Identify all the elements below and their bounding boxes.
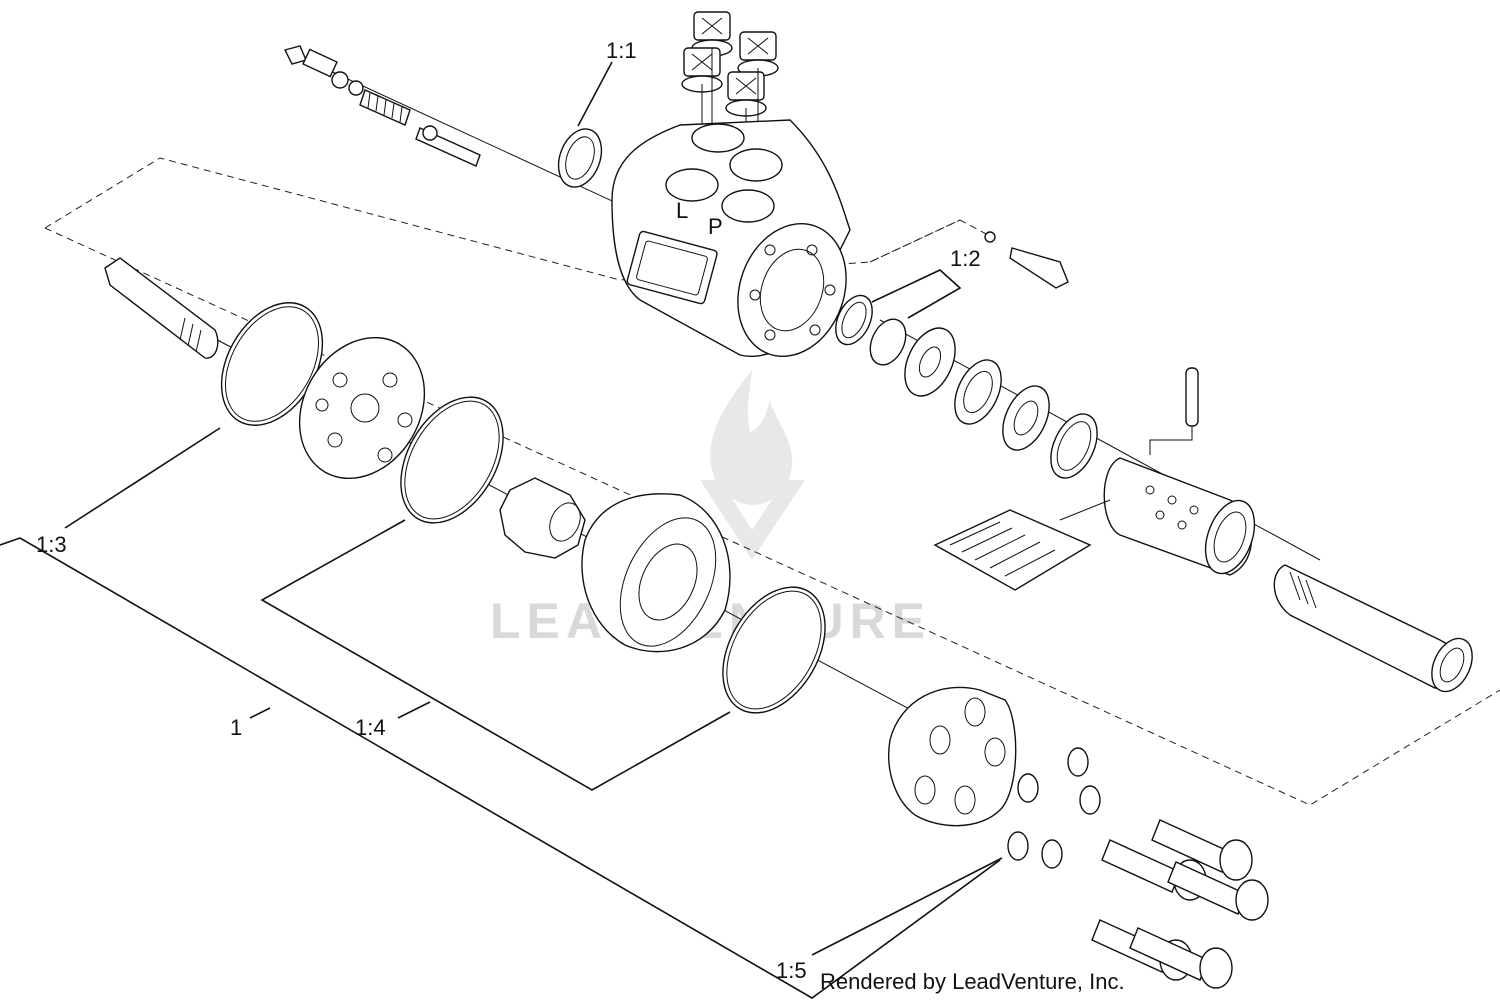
callout-1-2: 1:2 bbox=[950, 246, 981, 271]
o-ring-1-3-inner bbox=[225, 306, 319, 422]
leader-1-4-label bbox=[397, 701, 431, 719]
render-credit: Rendered by LeadVenture, Inc. bbox=[820, 969, 1125, 994]
leader-1-3 bbox=[64, 427, 221, 529]
o-ring-1-4 bbox=[400, 396, 504, 524]
spacer-plate bbox=[298, 336, 426, 480]
gerotor-star bbox=[499, 477, 586, 559]
drive-shaft-left bbox=[104, 257, 219, 359]
dashed-segment bbox=[869, 219, 961, 263]
port-fittings-group bbox=[681, 11, 779, 160]
seal-ring-1-2 bbox=[835, 294, 907, 366]
end-cap bbox=[888, 686, 1017, 827]
assembly-dashed-outline bbox=[44, 157, 991, 281]
callout-1-4: 1:4 bbox=[355, 715, 386, 740]
callout-1-3: 1:3 bbox=[36, 532, 67, 557]
valve-spool-group bbox=[283, 45, 481, 167]
gerotor-ring bbox=[581, 493, 731, 653]
valve-housing: L P bbox=[611, 119, 851, 358]
o-ring-1-4-inner bbox=[404, 400, 500, 520]
callout-1-1: 1:1 bbox=[606, 38, 637, 63]
flame-logo-icon bbox=[700, 370, 805, 560]
seal-ring-1-1 bbox=[557, 128, 603, 188]
assembly-dashed-outline-lower bbox=[44, 227, 1500, 806]
o-ring-lower bbox=[722, 586, 826, 714]
leader-1 bbox=[249, 707, 271, 719]
leader-1-2 bbox=[871, 269, 962, 319]
callout-1-5: 1:5 bbox=[776, 958, 807, 983]
seal-washers-1-5 bbox=[1007, 747, 1101, 869]
thrust-washers-bearing bbox=[904, 327, 1098, 479]
drive-shaft-right bbox=[1273, 564, 1473, 693]
leader-main-bracket bbox=[0, 537, 1001, 999]
port-label-p: P bbox=[708, 214, 723, 239]
spool-sleeve bbox=[1059, 367, 1256, 576]
port-label-l: L bbox=[676, 198, 688, 223]
cap-screws bbox=[1091, 819, 1269, 989]
leader-1-4 bbox=[260, 519, 731, 791]
centering-springs bbox=[933, 509, 1092, 591]
leader-1-1 bbox=[577, 61, 613, 127]
o-ring-lower-inner bbox=[726, 590, 822, 710]
callout-1: 1 bbox=[230, 715, 242, 740]
leader-1-5 bbox=[811, 857, 1003, 956]
check-pin bbox=[984, 231, 1069, 289]
